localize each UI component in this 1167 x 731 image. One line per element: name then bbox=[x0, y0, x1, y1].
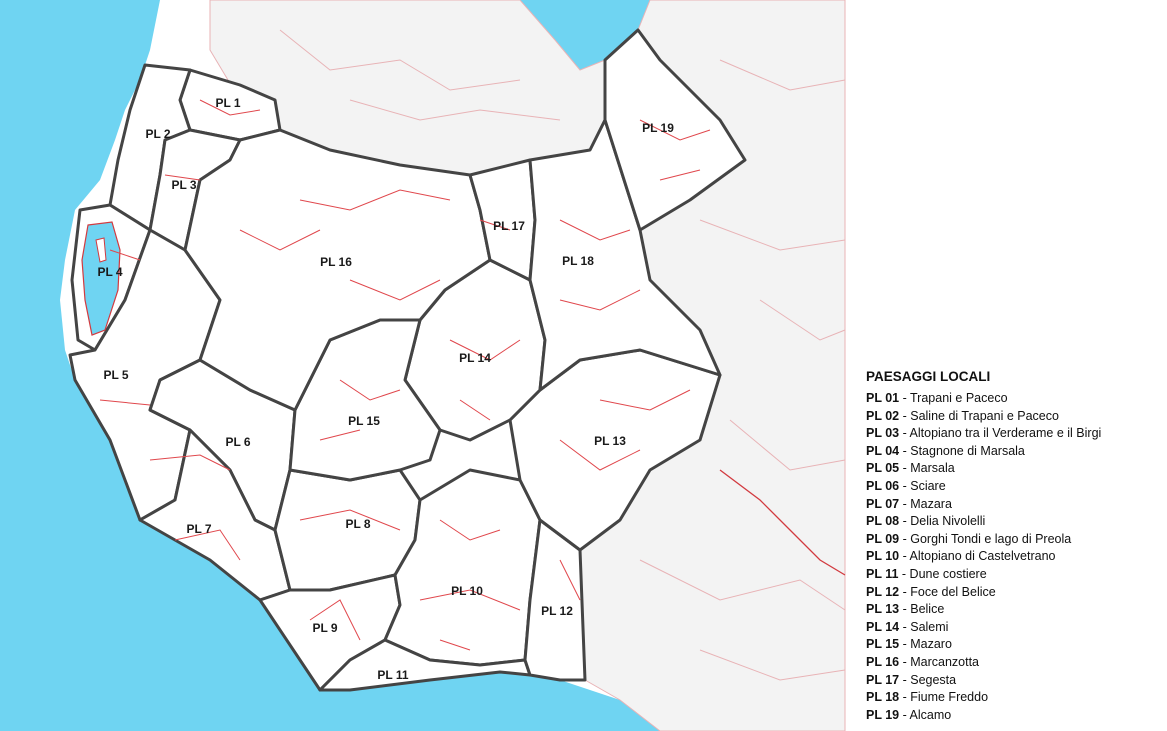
legend-code: PL 01 bbox=[866, 391, 900, 405]
label-pl6: PL 6 bbox=[225, 435, 250, 449]
label-pl18: PL 18 bbox=[562, 254, 594, 268]
legend-name: - Alcamo bbox=[899, 707, 952, 722]
label-pl1: PL 1 bbox=[215, 96, 240, 110]
legend-name: - Gorghi Tondi e lago di Preola bbox=[899, 531, 1072, 546]
legend-item: PL 18 - Fiume Freddo bbox=[866, 689, 1162, 707]
legend-code: PL 05 bbox=[866, 461, 900, 476]
legend-name: - Belice bbox=[899, 602, 945, 617]
legend-item: PL 08 - Delia Nivolelli bbox=[866, 513, 1162, 531]
legend-code: PL 04 bbox=[866, 443, 900, 458]
label-pl13: PL 13 bbox=[594, 434, 626, 448]
sea-areas bbox=[0, 0, 660, 731]
legend-name: - Delia Nivolelli bbox=[899, 514, 986, 529]
legend-name: - Sciare bbox=[899, 478, 946, 493]
legend-code: PL 02 bbox=[866, 408, 900, 423]
legend-code: PL 09 bbox=[866, 531, 900, 546]
legend-item: PL 05 - Marsala bbox=[866, 460, 1162, 478]
district-pl19 bbox=[603, 28, 747, 232]
legend-item: PL 14 - Salemi bbox=[866, 619, 1162, 637]
label-pl8: PL 8 bbox=[345, 517, 370, 531]
outside-red-line bbox=[719, 469, 846, 576]
legend-item: PL 13 - Belice bbox=[866, 601, 1162, 619]
legend-item: PL 02 - Saline di Trapani e Paceco bbox=[866, 408, 1162, 426]
district-pl7 bbox=[138, 428, 292, 602]
label-pl2: PL 2 bbox=[145, 127, 170, 141]
label-pl5: PL 5 bbox=[103, 368, 128, 382]
district-labels: PL 1 PL 2 PL 3 PL 4 PL 5 PL 6 PL 7 PL 8 … bbox=[97, 96, 674, 682]
legend-list: PL 01 - Trapani e Paceco PL 02 - Saline … bbox=[866, 390, 1162, 724]
label-pl17: PL 17 bbox=[493, 219, 525, 233]
legend-name: - Marcanzotta bbox=[899, 654, 980, 669]
label-pl12: PL 12 bbox=[541, 604, 573, 618]
legend-name: - Saline di Trapani e Paceco bbox=[899, 408, 1059, 423]
sea-north bbox=[520, 0, 650, 70]
label-pl10: PL 10 bbox=[451, 584, 483, 598]
legend-code: PL 13 bbox=[866, 602, 900, 617]
legend-code: PL 15 bbox=[866, 637, 900, 652]
label-pl16: PL 16 bbox=[320, 255, 352, 269]
district-pl12 bbox=[523, 518, 587, 682]
label-pl11: PL 11 bbox=[377, 668, 408, 682]
legend-title: PAESAGGI LOCALI bbox=[866, 369, 991, 384]
legend-name: - Mazara bbox=[899, 496, 952, 511]
legend-item: PL 09 - Gorghi Tondi e lago di Preola bbox=[866, 531, 1162, 549]
legend-item: PL 04 - Stagnone di Marsala bbox=[866, 443, 1162, 461]
label-pl4: PL 4 bbox=[97, 265, 122, 279]
legend-code: PL 14 bbox=[866, 619, 900, 634]
legend-name: - Segesta bbox=[899, 672, 957, 687]
legend-item: PL 16 - Marcanzotta bbox=[866, 654, 1162, 672]
legend-code: PL 06 bbox=[866, 478, 900, 493]
legend-name: - Foce del Belice bbox=[899, 584, 996, 599]
legend: PAESAGGI LOCALI PL 01 - Trapani e Paceco… bbox=[866, 369, 1162, 724]
legend-name: - Dune costiere bbox=[898, 566, 987, 581]
label-pl7: PL 7 bbox=[186, 522, 211, 536]
legend-code: PL 11 bbox=[866, 566, 899, 581]
legend-name: - Trapani e Paceco bbox=[899, 391, 1008, 405]
sea-west bbox=[0, 0, 660, 731]
legend-name: - Fiume Freddo bbox=[899, 690, 989, 705]
legend-item: PL 15 - Mazaro bbox=[866, 636, 1162, 654]
outside-land bbox=[209, 0, 846, 731]
legend-code: PL 12 bbox=[866, 584, 900, 599]
legend-item: PL 17 - Segesta bbox=[866, 672, 1162, 690]
legend-code: PL 10 bbox=[866, 549, 900, 564]
legend-item: PL 10 - Altopiano di Castelvetrano bbox=[866, 548, 1162, 566]
label-pl9: PL 9 bbox=[312, 621, 337, 635]
legend-item: PL 19 - Alcamo bbox=[866, 707, 1162, 725]
outside-municipal-lines bbox=[279, 29, 846, 681]
legend-code: PL 08 bbox=[866, 514, 900, 529]
legend-name: - Mazaro bbox=[899, 637, 952, 652]
label-pl3: PL 3 bbox=[171, 178, 196, 192]
legend-name: - Altopiano di Castelvetrano bbox=[899, 549, 1056, 564]
legend-code: PL 03 bbox=[866, 426, 900, 441]
label-pl15: PL 15 bbox=[348, 414, 380, 428]
label-pl14: PL 14 bbox=[459, 351, 491, 365]
legend-name: - Salemi bbox=[899, 619, 949, 634]
legend-item: PL 07 - Mazara bbox=[866, 496, 1162, 514]
municipal-boundaries bbox=[99, 99, 711, 651]
lagoon-island bbox=[95, 237, 107, 263]
legend-item: PL 03 - Altopiano tra il Verderame e il … bbox=[866, 425, 1162, 443]
legend-code: PL 17 bbox=[866, 672, 900, 687]
districts bbox=[68, 28, 747, 692]
legend-code: PL 07 bbox=[866, 496, 900, 511]
legend-item: PL 11 - Dune costiere bbox=[866, 566, 1162, 584]
legend-name: - Marsala bbox=[899, 461, 955, 476]
legend-item: PL 01 - Trapani e Paceco bbox=[866, 390, 1162, 408]
label-pl19: PL 19 bbox=[642, 121, 674, 135]
legend-name: - Stagnone di Marsala bbox=[899, 443, 1025, 458]
legend-code: PL 16 bbox=[866, 654, 900, 669]
legend-code: PL 19 bbox=[866, 707, 900, 722]
legend-name: - Altopiano tra il Verderame e il Birgi bbox=[899, 426, 1102, 441]
legend-item: PL 12 - Foce del Belice bbox=[866, 584, 1162, 602]
legend-code: PL 18 bbox=[866, 690, 900, 705]
legend-item: PL 06 - Sciare bbox=[866, 478, 1162, 496]
